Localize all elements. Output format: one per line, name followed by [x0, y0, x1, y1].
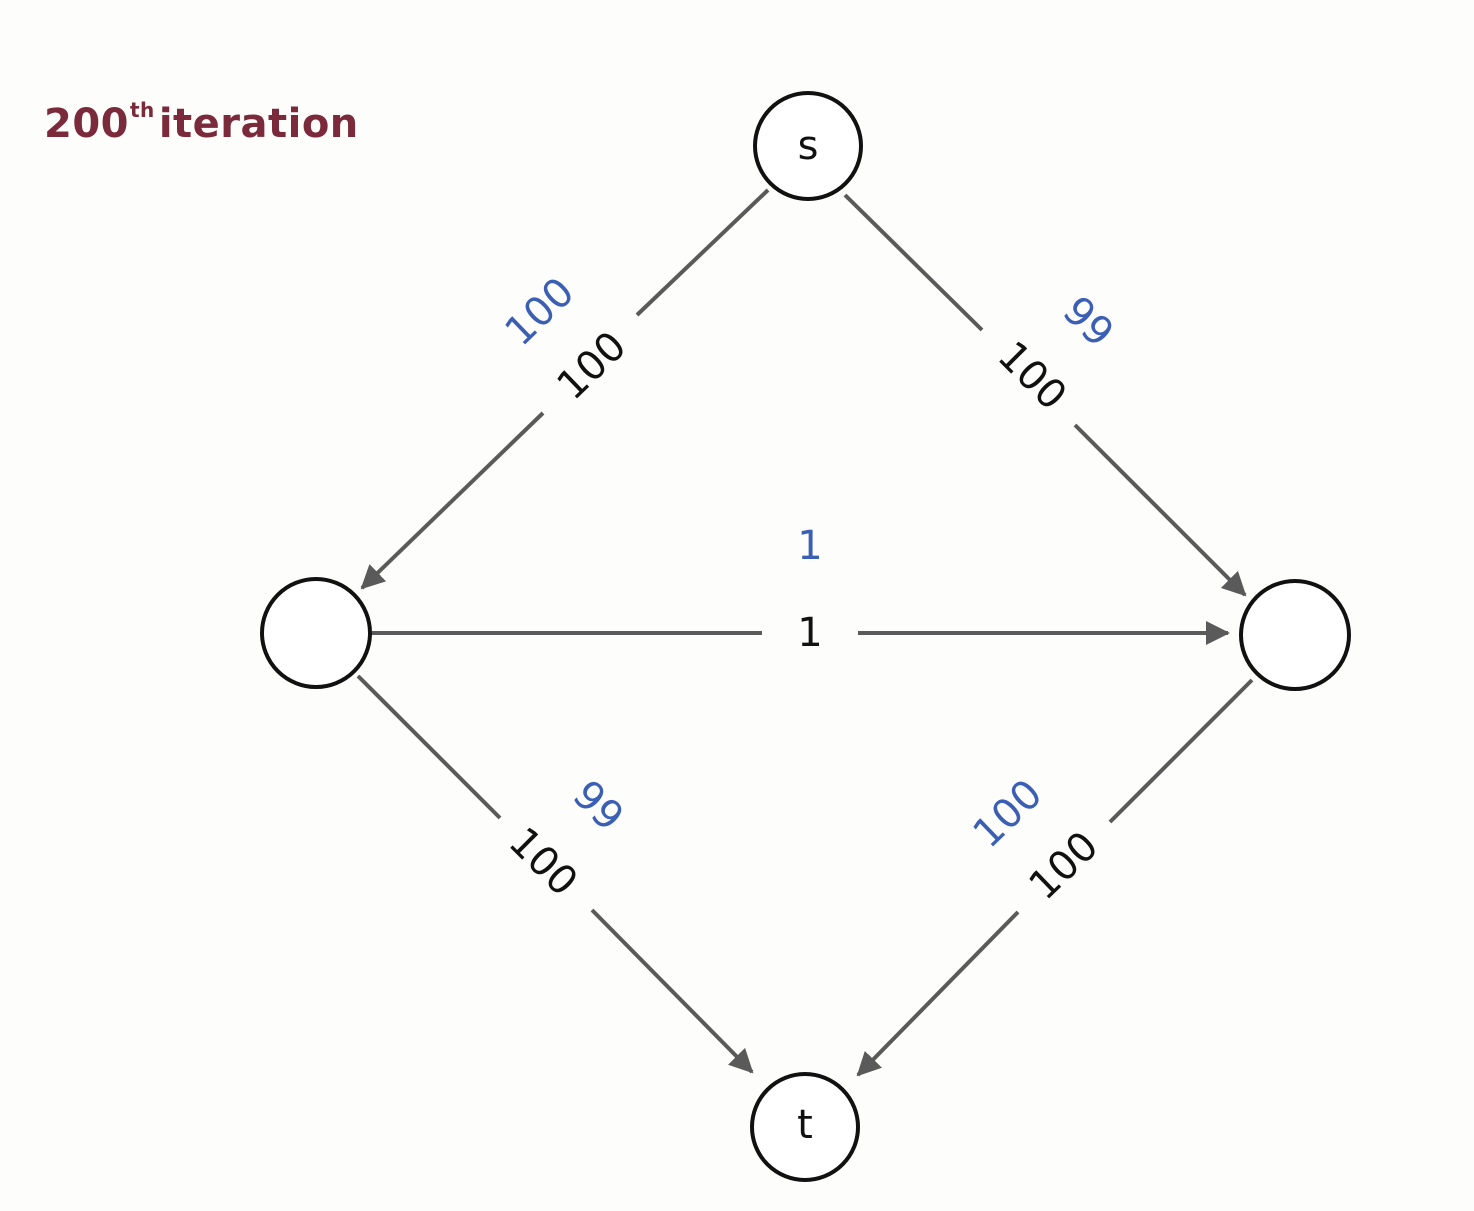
edge-b-t-segment-upper [1108, 678, 1254, 824]
edge-b-t-flow-label: 100 [965, 771, 1052, 857]
edge-a-t-segment-lower [590, 908, 754, 1074]
edge-a-to-b: 1 1 [372, 523, 1230, 656]
edge-b-t-capacity-label: 100 [1021, 823, 1108, 909]
edge-a-to-t: 99 100 [356, 674, 754, 1074]
node-s: s [753, 91, 863, 201]
node-t-circle [750, 1072, 860, 1182]
edge-s-to-b: 99 100 [843, 193, 1247, 597]
node-a-circle [260, 577, 372, 689]
edge-s-a-flow-label: 100 [497, 269, 584, 355]
node-a [260, 577, 372, 689]
edge-a-t-capacity-label: 100 [500, 819, 587, 906]
iteration-number: 200 [44, 101, 129, 147]
node-t-label: t [797, 1102, 813, 1148]
iteration-word: iteration [158, 101, 359, 147]
edge-s-a-capacity-label: 100 [549, 323, 636, 409]
edge-s-b-capacity-label: 100 [989, 333, 1076, 420]
edge-b-t-segment-lower [856, 910, 1020, 1077]
edge-s-b-segment-lower [1073, 423, 1247, 597]
node-t: t [750, 1072, 860, 1182]
iteration-ordinal-suffix: th [130, 98, 155, 122]
edge-a-t-flow-label: 99 [564, 772, 633, 841]
edge-s-a-segment-upper [635, 188, 770, 317]
edge-a-b-flow-label: 1 [797, 523, 822, 569]
edge-s-to-a: 100 100 [360, 188, 770, 590]
node-s-label: s [798, 123, 819, 169]
node-s-circle [753, 91, 863, 201]
edge-b-to-t: 100 100 [856, 678, 1254, 1077]
node-b [1239, 579, 1351, 691]
edge-s-a-segment-lower [360, 411, 545, 590]
edge-s-b-segment-upper [843, 193, 984, 332]
edge-a-t-segment-upper [356, 674, 502, 820]
node-b-circle [1239, 579, 1351, 691]
edge-a-b-capacity-label: 1 [797, 610, 822, 656]
edge-s-b-flow-label: 99 [1054, 288, 1123, 357]
